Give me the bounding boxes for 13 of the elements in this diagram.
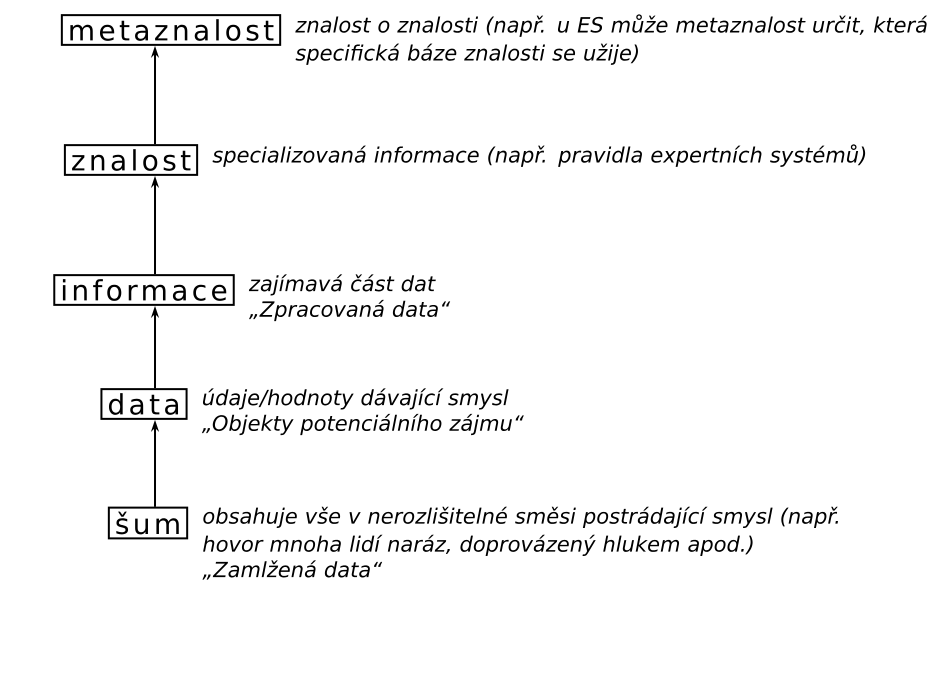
description-text: „Objekty potenciálního zájmu“	[202, 414, 524, 436]
description-text: specializovaná informace (např. pravidla expertních systémů)	[212, 144, 866, 167]
term-box: znalost	[64, 144, 198, 176]
description-text: znalost o znalosti (např. u ES může metaznalost určit, která specifická báze znalosti se užije)	[295, 14, 928, 65]
description-text: obsahuje vše v nerozlišitelné směsi postrádající smysl (např. hovor mnoha lidí naráz, doprovázený hlukem apod.)	[203, 506, 838, 556]
description-text: údaje/hodnoty dávající smysl	[202, 388, 509, 410]
term-box: informace	[53, 274, 235, 306]
term-box: šum	[108, 506, 188, 540]
description-text: zajímavá část dat	[248, 274, 436, 296]
term-box: data	[100, 388, 188, 420]
term-box: metaznalost	[60, 14, 282, 46]
description-text: „Zpracovaná data“	[249, 300, 450, 322]
description-text: „Zamlžená data“	[202, 560, 382, 580]
